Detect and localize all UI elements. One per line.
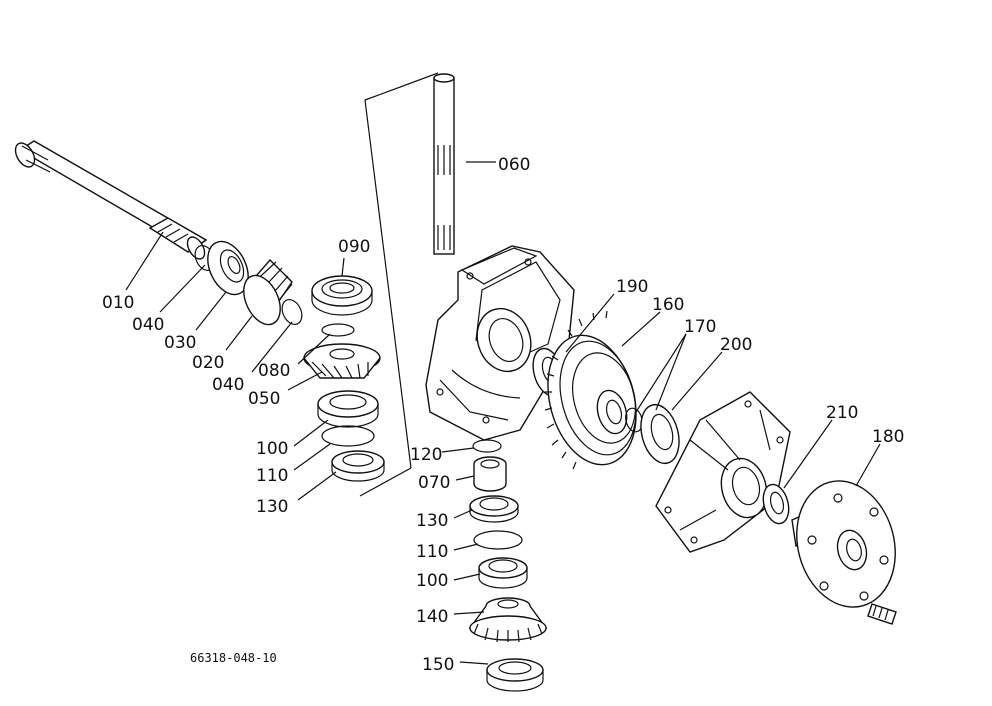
spacer-070 <box>473 456 507 492</box>
part-labels: 010 040 030 020 040 080 050 090 100 110 … <box>102 155 904 675</box>
label-020: 020 <box>192 353 224 373</box>
snap-ring-110 <box>321 425 375 447</box>
bearing-090 <box>311 275 373 316</box>
shaft-010 <box>14 140 208 260</box>
seal-130 <box>331 450 385 482</box>
leader-lines <box>125 161 881 665</box>
ring-120 <box>472 439 502 453</box>
shaft-060 <box>433 73 455 255</box>
ring-080 <box>321 323 355 337</box>
seal-130-b <box>469 495 519 523</box>
label-130-b: 130 <box>416 511 448 531</box>
label-030: 030 <box>164 333 196 353</box>
label-210: 210 <box>826 403 858 423</box>
label-160: 160 <box>652 295 684 315</box>
bevel-gear-050 <box>303 343 381 379</box>
label-060: 060 <box>498 155 530 175</box>
gearbox-housing <box>425 245 575 441</box>
label-050: 050 <box>248 389 280 409</box>
label-040-b: 040 <box>212 375 244 395</box>
label-110-a: 110 <box>256 466 288 486</box>
bevel-gear-140 <box>468 597 548 643</box>
drawing-code: 66318-048-10 <box>190 651 277 665</box>
bearing-150 <box>486 658 544 692</box>
label-190: 190 <box>616 277 648 297</box>
label-130-a: 130 <box>256 497 288 517</box>
seal-210 <box>762 483 790 525</box>
label-150: 150 <box>422 655 454 675</box>
flange-180 <box>791 480 897 625</box>
label-120: 120 <box>410 445 442 465</box>
bearing-200 <box>640 403 680 465</box>
snap-ring-110-b <box>473 530 523 550</box>
label-010: 010 <box>102 293 134 313</box>
label-140: 140 <box>416 607 448 627</box>
label-180: 180 <box>872 427 904 447</box>
label-040-a: 040 <box>132 315 164 335</box>
group-bracket <box>359 72 439 497</box>
label-170: 170 <box>684 317 716 337</box>
label-100-a: 100 <box>256 439 288 459</box>
bearing-100-b <box>478 557 528 589</box>
bearing-100 <box>317 390 379 428</box>
side-cover <box>655 391 791 553</box>
label-090: 090 <box>338 237 370 257</box>
label-080: 080 <box>258 361 290 381</box>
bearing-030 <box>207 240 249 296</box>
ring-gear-160 <box>544 310 637 470</box>
label-200: 200 <box>720 335 752 355</box>
label-100-b: 100 <box>416 571 448 591</box>
label-070: 070 <box>418 473 450 493</box>
label-110-b: 110 <box>416 542 448 562</box>
pinion-gear-020 <box>243 258 293 326</box>
circlip-040-b <box>281 299 303 325</box>
